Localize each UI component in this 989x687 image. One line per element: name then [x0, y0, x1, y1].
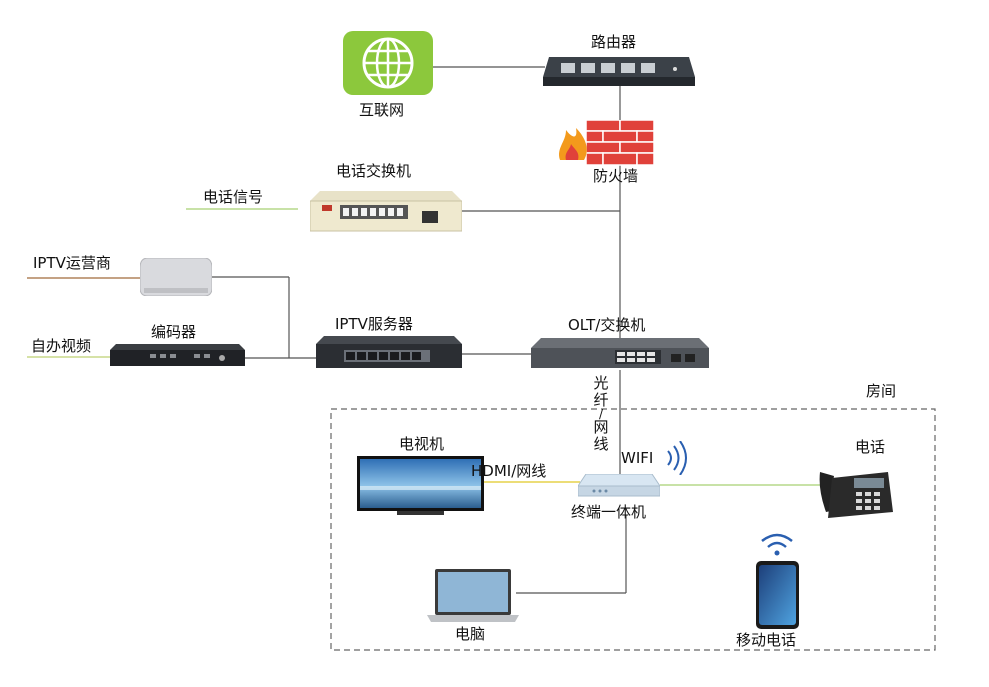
mobile-phone-icon: [756, 561, 799, 629]
telephone-icon: [818, 460, 893, 518]
globe-icon: [343, 31, 433, 95]
tv-label: 电视机: [399, 435, 445, 453]
router-icon: [543, 55, 695, 87]
encoder-label: 编码器: [151, 323, 197, 341]
mobile-label: 移动电话: [736, 631, 797, 649]
self-video-label: 自办视频: [31, 337, 92, 355]
phone-signal-label: 电话信号: [203, 188, 264, 206]
pbx-icon: [309, 191, 463, 233]
wifi-label: WIFI: [621, 449, 654, 467]
room-label: 房间: [866, 382, 897, 400]
mobile-wifi-icon: [760, 533, 794, 557]
iptv-server-label: IPTV服务器: [335, 315, 413, 333]
terminal-icon: [577, 473, 661, 498]
wifi-waves-icon: [664, 440, 688, 476]
iptv-server-icon: [316, 336, 462, 370]
hdmi-label: HDMI/网线: [471, 462, 547, 480]
encoder-icon: [110, 344, 245, 368]
olt-switch-label: OLT/交换机: [568, 316, 646, 334]
fiber-cable-label: 光 纤 / 网 线: [593, 374, 609, 453]
terminal-label: 终端一体机: [571, 503, 647, 521]
room-boundary: [330, 408, 936, 651]
pbx-label: 电话交换机: [336, 162, 412, 180]
olt-switch-icon: [531, 338, 709, 370]
laptop-icon: [427, 569, 519, 623]
internet-label: 互联网: [359, 101, 405, 119]
tv-icon: [357, 456, 484, 518]
iptv-operator-box-icon: [139, 257, 213, 297]
router-label: 路由器: [591, 33, 637, 51]
computer-label: 电脑: [455, 625, 486, 643]
iptv-operator-label: IPTV运营商: [33, 254, 111, 272]
telephone-label: 电话: [855, 438, 886, 456]
firewall-icon: [556, 119, 656, 166]
firewall-label: 防火墙: [593, 167, 639, 185]
